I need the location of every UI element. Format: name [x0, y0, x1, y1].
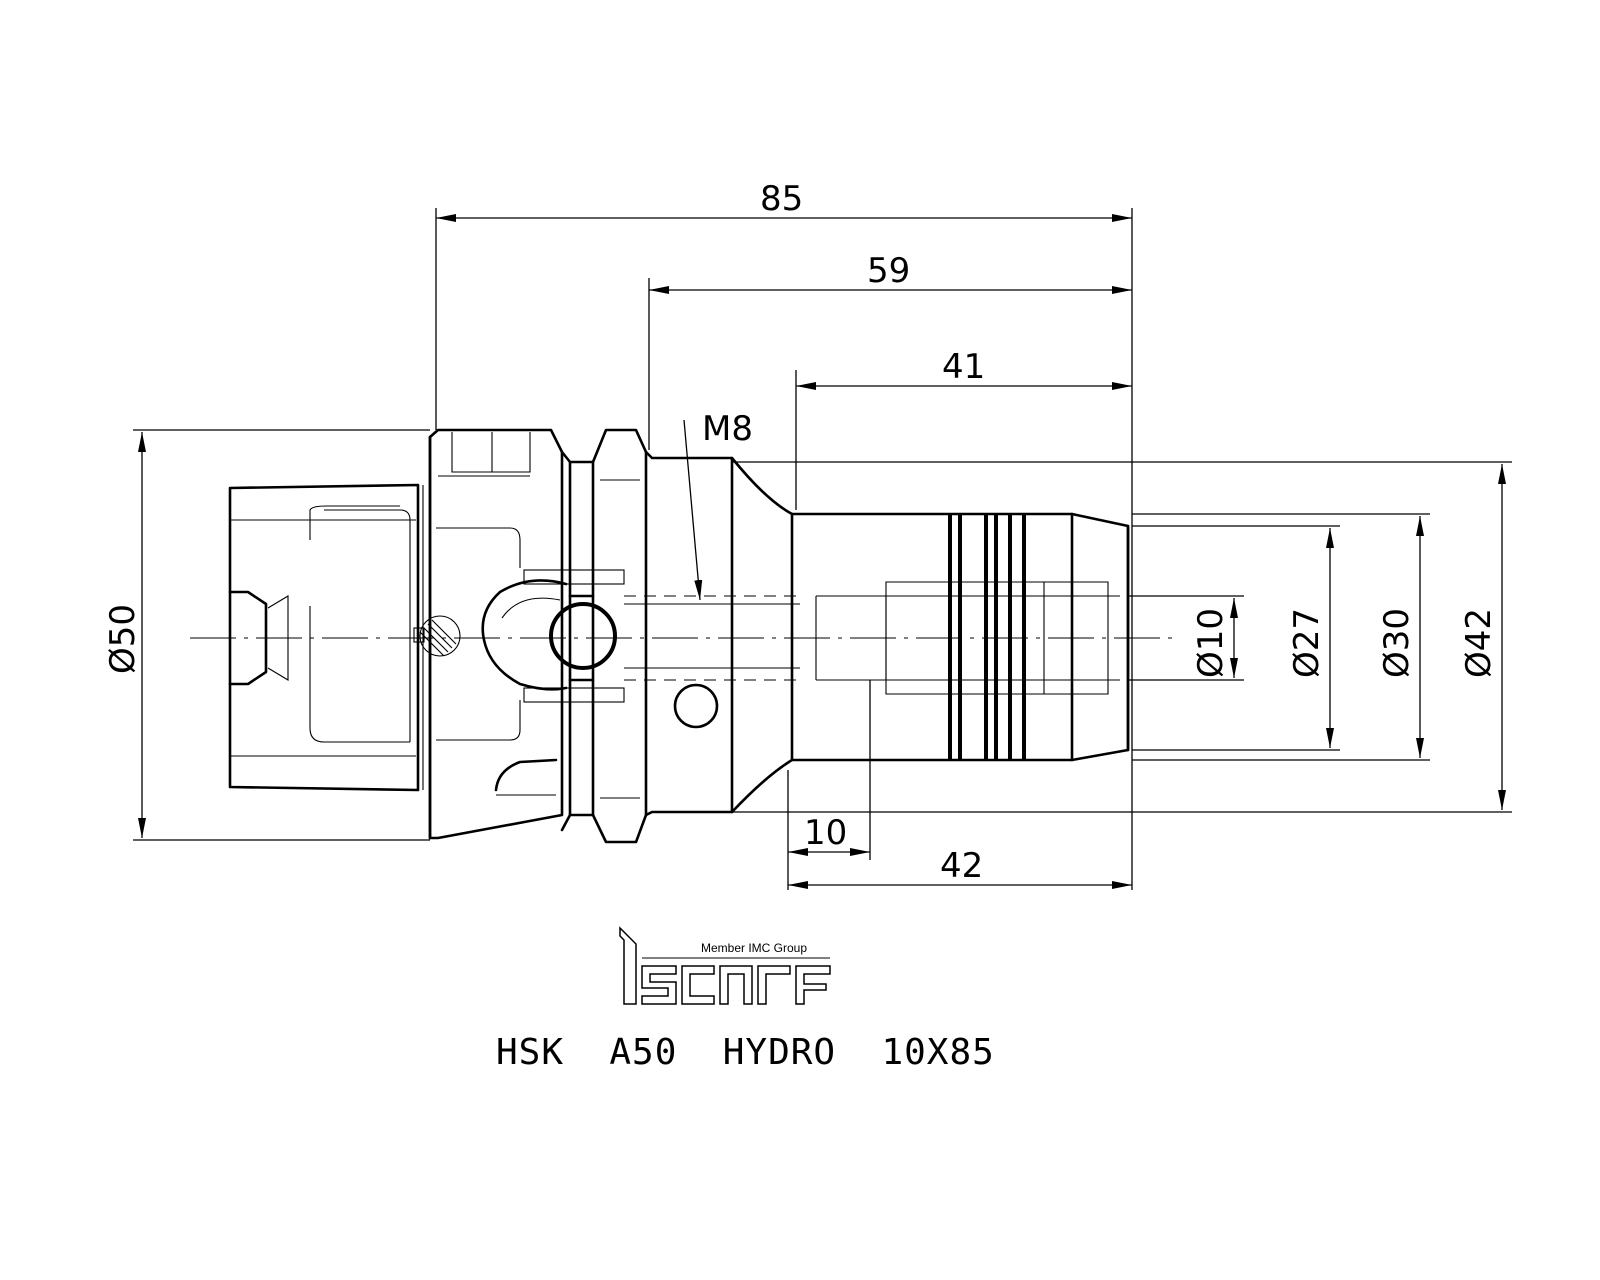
flange-notch	[494, 758, 558, 792]
dim-dia-10: Ø10	[1191, 608, 1231, 678]
flange-body	[428, 428, 564, 840]
pin-hatch-2	[431, 619, 457, 645]
dim-dia-27: Ø27	[1287, 608, 1327, 678]
dim-m8: M8	[702, 409, 753, 449]
dim-10: 10	[804, 813, 847, 853]
v-groove-left	[560, 450, 572, 832]
shank-inner-bore-2	[309, 505, 400, 540]
main-body	[644, 450, 794, 817]
locating-pin	[419, 615, 461, 657]
flange-key-slot	[451, 432, 531, 473]
dim-dia-50: Ø50	[103, 604, 143, 674]
center-bore-hidden	[624, 603, 800, 669]
dim-41: 41	[942, 347, 985, 387]
product-title: HSK A50 HYDRO 10X85	[496, 1032, 995, 1073]
coolant-tube-inner	[501, 597, 561, 619]
logo-wordmark	[619, 926, 831, 1005]
dim-42-length: 42	[940, 846, 983, 886]
coolant-tube	[523, 569, 625, 585]
pin-hatch-1	[427, 623, 453, 649]
sleeve-rings	[948, 514, 1026, 760]
dim-85: 85	[760, 179, 803, 219]
inner-bore-hidden	[436, 527, 521, 741]
dim-dia-42: Ø42	[1459, 608, 1499, 678]
coolant-tube-2	[523, 687, 625, 703]
iscar-logo: Member IMC Group	[619, 926, 831, 1005]
logo-tagline: Member IMC Group	[701, 941, 807, 955]
v-groove-ring	[568, 460, 595, 817]
hidden-dash-1	[624, 595, 800, 681]
coolant-ring	[549, 602, 617, 670]
m8-screw-hole	[673, 683, 719, 729]
m8-leader	[683, 419, 703, 601]
shank-inner-bore	[267, 509, 411, 743]
coolant-tube-bulb	[481, 579, 568, 691]
pin-stub	[413, 627, 425, 643]
dimensions: 85 59 41 M8 10 42 Ø50 Ø10 Ø27	[103, 179, 1512, 890]
pin-hatch-3	[423, 627, 449, 653]
tool-body	[190, 428, 1172, 844]
hsk-taper-shank	[228, 483, 420, 792]
shank-drive-slot	[228, 590, 268, 686]
dim-59: 59	[867, 251, 910, 291]
v-groove-right	[591, 428, 648, 844]
dim-dia-30: Ø30	[1377, 608, 1417, 678]
clamping-bore-hidden	[815, 595, 1120, 681]
